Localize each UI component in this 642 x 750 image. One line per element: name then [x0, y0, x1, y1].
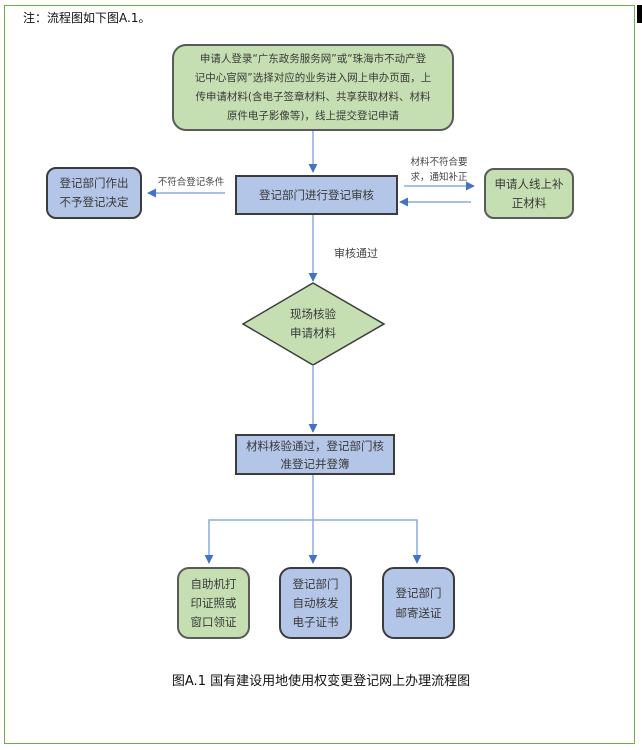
- out-electronic-line-2: 自动核发: [292, 595, 339, 610]
- label-material-issue: 材料不符合要 求，通知补正: [403, 155, 475, 185]
- approve-node: 材料核验通过，登记部门核 准登记并登簿: [235, 434, 395, 475]
- review-node: 登记部门进行登记审核: [235, 175, 398, 215]
- verify-label: 现场核验 申请材料: [263, 305, 363, 343]
- figure-caption: 图A.1 国有建设用地使用权变更登记网上办理流程图: [171, 674, 471, 689]
- out-electronic-line-1: 登记部门: [292, 576, 339, 591]
- label-review-passed: 审核通过: [334, 247, 378, 260]
- label-not-meet-conditions: 不符合登记条件: [157, 177, 225, 188]
- out-electronic-line-3: 电子证书: [292, 614, 339, 629]
- verify-line-2: 申请材料: [290, 326, 336, 340]
- out-mail-line-2: 邮寄送证: [395, 606, 442, 620]
- out-self-line-3: 窗口领证: [190, 614, 237, 629]
- label-material-issue-line-1: 材料不符合要: [410, 157, 468, 168]
- output-electronic-node: 登记部门 自动核发 电子证书: [279, 567, 352, 639]
- start-node: 申请人登录“广东政务服务网”或“珠海市不动产登 记中心官网”选择对应的业务进入网…: [172, 44, 454, 131]
- reject-line-2: 不予登记决定: [59, 195, 129, 209]
- output-mail-node: 登记部门 邮寄送证: [382, 567, 455, 639]
- note-text: 注：流程图如下图A.1。: [23, 11, 151, 25]
- start-line-3: 传申请材料(含电子签章材料、共享获取材料、材料: [195, 90, 431, 103]
- supplement-line-1: 申请人线上补: [494, 176, 564, 191]
- supplement-line-2: 正材料: [511, 195, 547, 210]
- out-self-line-1: 自助机打: [190, 576, 237, 591]
- reject-line-1: 登记部门作出: [59, 176, 129, 190]
- reject-node: 登记部门作出 不予登记决定: [46, 167, 142, 219]
- start-line-2: 记中心官网”选择对应的业务进入网上申办页面，上: [194, 71, 432, 84]
- review-label: 登记部门进行登记审核: [259, 187, 374, 202]
- edge-branch-right: [313, 519, 422, 564]
- output-self-service-node: 自助机打 印证照或 窗口领证: [177, 567, 250, 639]
- out-mail-line-1: 登记部门: [395, 586, 442, 600]
- start-line-4: 原件电子影像等)，线上提交登记申请: [226, 109, 400, 122]
- start-line-1: 申请人登录“广东政务服务网”或“珠海市不动产登: [199, 52, 427, 65]
- supplement-node: 申请人线上补 正材料: [484, 168, 574, 219]
- page-frame: [4, 5, 635, 744]
- approve-line-2: 准登记并登簿: [280, 456, 350, 471]
- edge-branch-left: [204, 519, 313, 564]
- page-edge-marker: [637, 5, 642, 23]
- approve-line-1: 材料核验通过，登记部门核: [246, 438, 384, 453]
- verify-line-1: 现场核验: [290, 307, 336, 321]
- out-self-line-2: 印证照或: [190, 595, 237, 610]
- label-material-issue-line-2: 求，通知补正: [410, 172, 468, 183]
